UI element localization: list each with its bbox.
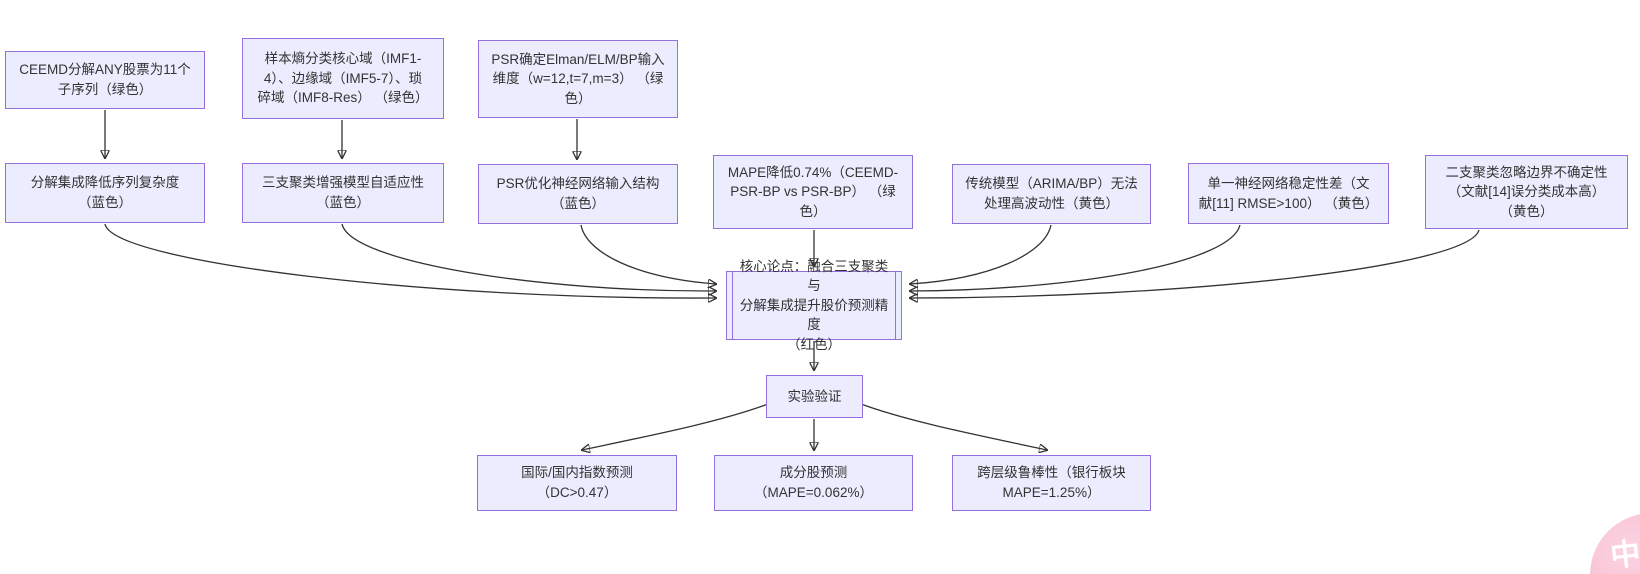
node-index-prediction: 国际/国内指数预测 （DC>0.47） (477, 455, 677, 511)
node-psr-benefit: PSR优化神经网络输入结构 （蓝色） (478, 164, 678, 224)
node-sample-entropy: 样本熵分类核心域（IMF1- 4）、边缘域（IMF5-7）、琐 碎域（IMF8-… (242, 38, 444, 119)
translate-icon: 中A (1608, 535, 1640, 574)
node-three-way-benefit: 三支聚类增强模型自适应性 （蓝色） (242, 163, 444, 223)
core-subroutine-line-right (895, 272, 896, 339)
node-single-nn-limit: 单一神经网络稳定性差（文 献[11] RMSE>100） （黄色） (1188, 163, 1389, 224)
edge-experiment-to-robustness (860, 403, 1047, 450)
edge-threeway-to-core (341, 223, 716, 291)
core-thesis-label: 核心论点：融合三支聚类与 分解集成提升股价预测精度 （红色） (739, 258, 889, 352)
node-robustness: 跨层级鲁棒性（银行板块 MAPE=1.25%） (952, 455, 1151, 511)
edge-decomposition-to-core (104, 223, 716, 298)
node-core-thesis: 核心论点：融合三支聚类与 分解集成提升股价预测精度 （红色） (726, 259, 902, 352)
node-mape-improvement: MAPE降低0.74%（CEEMD- PSR-BP vs PSR-BP） （绿 … (713, 155, 913, 229)
edge-experiment-to-index (582, 403, 769, 450)
node-psr-dimension: PSR确定Elman/ELM/BP输入 维度（w=12,t=7,m=3） （绿 … (478, 40, 678, 118)
edge-psrbenefit-to-core (580, 224, 716, 284)
node-traditional-limit: 传统模型（ARIMA/BP）无法 处理高波动性（黄色） (952, 164, 1151, 224)
node-two-way-limit: 二支聚类忽略边界不确定性 （文献[14]误分类成本高） （黄色） (1425, 155, 1628, 229)
node-decomposition-benefit: 分解集成降低序列复杂度 （蓝色） (5, 163, 205, 223)
node-stock-prediction: 成分股预测 （MAPE=0.062%） (714, 455, 913, 511)
core-subroutine-line-left (732, 272, 733, 339)
edge-singlenn-to-core (910, 224, 1241, 291)
edge-traditional-to-core (910, 224, 1052, 284)
node-experiment: 实验验证 (766, 375, 863, 418)
edge-twoway-to-core (910, 229, 1480, 298)
node-ceemd-decompose: CEEMD分解ANY股票为11个 子序列（绿色） (5, 51, 205, 109)
